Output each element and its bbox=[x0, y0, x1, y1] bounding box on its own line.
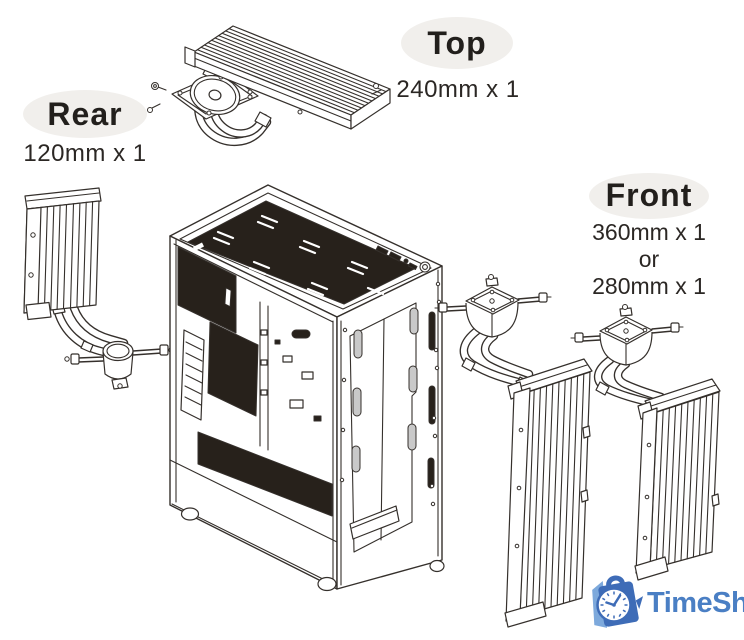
rear-label-halo bbox=[23, 90, 147, 138]
top-label-size: 240mm x 1 bbox=[396, 76, 520, 103]
front-label-title: Front bbox=[605, 177, 693, 213]
shopping-bag-clock-icon bbox=[592, 575, 644, 628]
logo-text: TimeShop bbox=[647, 586, 744, 619]
pc-case-illustration bbox=[169, 184, 445, 592]
front-label-halo bbox=[589, 173, 709, 219]
rear-radiator-120mm-illustration bbox=[23, 187, 174, 390]
front-size-primary: 360mm x 1 bbox=[592, 219, 706, 245]
pci-slot-column bbox=[180, 329, 205, 421]
timeshop-logo: TimeShop bbox=[586, 572, 744, 634]
top-label-halo bbox=[401, 17, 513, 69]
front-radiator-280mm-illustration bbox=[570, 304, 721, 581]
case-foot bbox=[180, 507, 200, 521]
rear-fan-vent-mesh bbox=[177, 246, 237, 334]
case-foot bbox=[317, 576, 337, 592]
front-radiator-360mm-illustration bbox=[434, 274, 593, 628]
case-foot bbox=[429, 559, 445, 573]
front-io-ports-icon bbox=[375, 245, 431, 273]
rear-label-title: Rear bbox=[47, 96, 123, 132]
pump-block-icon bbox=[434, 274, 552, 338]
top-label-title: Top bbox=[427, 25, 487, 61]
front-label-sizes: 360mm x 1 or 280mm x 1 bbox=[583, 219, 715, 300]
front-size-conjunction: or bbox=[638, 246, 660, 272]
pump-block-icon bbox=[570, 304, 684, 366]
power-button-icon bbox=[419, 261, 431, 273]
top-radiator-240mm-illustration bbox=[147, 25, 391, 146]
rear-label-size: 120mm x 1 bbox=[23, 140, 147, 167]
pump-block-icon bbox=[64, 340, 174, 390]
front-size-secondary: 280mm x 1 bbox=[592, 273, 706, 299]
bottom-vent-mesh bbox=[197, 431, 333, 517]
